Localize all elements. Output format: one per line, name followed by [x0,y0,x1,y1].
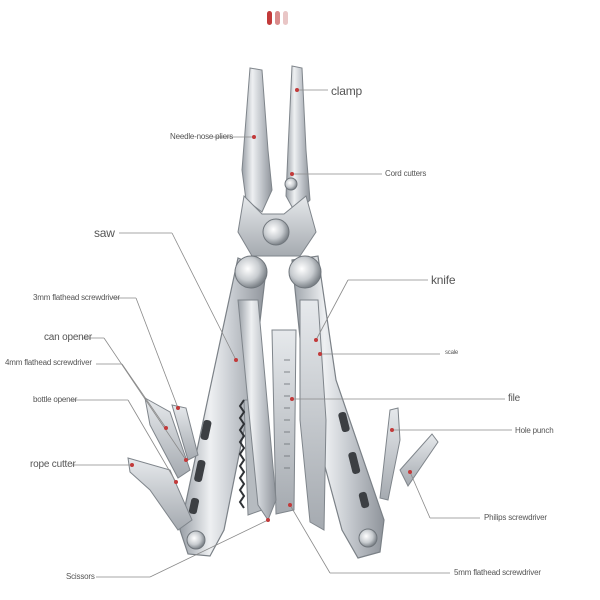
label-hole-punch: Hole punch [515,426,554,435]
label-pliers: Needle-nose pliers [170,132,234,141]
label-saw: saw [94,226,115,240]
label-bottle-opener: bottle opener [33,395,78,404]
pliers-jaws [237,65,317,257]
rope-cutter-tool [127,457,193,531]
indicator-dot[interactable] [283,11,288,25]
marker-dots [130,88,412,522]
knife-blade [299,299,327,531]
label-scissors: Scissors [66,572,95,581]
scale-tool [271,329,297,515]
indicator-dot-active[interactable] [267,11,272,25]
hole-punch-tool [379,407,401,501]
label-flathead-4mm: 4mm flathead screwdriver [5,358,92,367]
label-cord-cutters: Cord cutters [385,169,427,178]
bottle-opener-tool [144,397,191,479]
label-philips-screwdriver: Philips screwdriver [484,513,547,522]
label-rope-cutter: rope cutter [30,459,76,470]
label-clamp: clamp [331,84,363,98]
label-can-opener: can opener [44,332,93,343]
label-flathead-3mm: 3mm flathead screwdriver [33,293,120,302]
label-flathead-5mm: 5mm flathead screwdriver [454,568,541,577]
leader-lines [70,89,512,578]
indicator-dot[interactable] [275,11,280,25]
carousel-indicator [267,11,288,25]
screwdriver-4mm-tool [171,404,199,461]
label-knife: knife [431,273,456,287]
scissors-tool [237,299,277,522]
label-scale: scale [445,350,459,356]
philips-screwdriver-tool [399,433,439,487]
label-file: file [508,393,520,404]
